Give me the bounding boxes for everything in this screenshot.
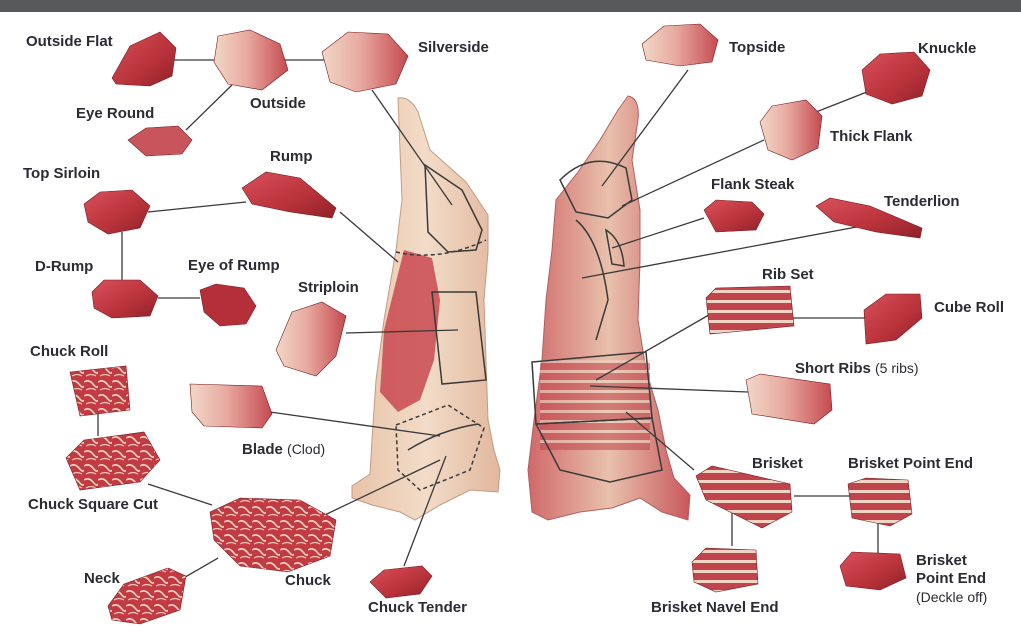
flank-steak-cut [704,200,764,232]
label-cube-roll: Cube Roll [934,299,1004,317]
label-outside: Outside [250,95,306,113]
label-blade-main: Blade [242,441,283,458]
leader-thick-flank [622,140,764,206]
striploin-cut [276,302,346,376]
diagram-frame: Outside Flat Outside Silverside Eye Roun… [0,12,1021,633]
outside-cut [214,30,288,90]
label-thick-flank: Thick Flank [830,128,913,146]
label-brisket: Brisket [752,455,803,473]
brisket-navel-end-cut [692,548,758,592]
rump-cut [242,172,336,218]
label-short-ribs-count: (5 ribs) [875,360,919,376]
label-rib-set: Rib Set [762,266,814,284]
label-deckle-line3: (Deckle off) [916,588,987,606]
eye-of-rump-cut [200,284,256,326]
right-carcass-ribs [540,360,650,450]
short-ribs-cut [746,374,832,424]
brisket-point-end-cut [848,478,912,526]
label-neck: Neck [84,570,120,588]
label-deckle-line2: Point End [916,570,987,588]
leader-knuckle [816,90,872,112]
label-chuck-tender: Chuck Tender [368,599,467,617]
brisket-deckle-off-cut [840,552,906,590]
left-carcass [352,98,500,520]
label-top-sirloin: Top Sirloin [23,165,100,183]
label-short-ribs-main: Short Ribs [795,360,871,377]
label-short-ribs: Short Ribs (5 ribs) [795,359,919,378]
label-chuck-roll: Chuck Roll [30,343,108,361]
label-eye-of-rump: Eye of Rump [188,257,280,275]
chuck-cut [210,498,336,572]
label-flank-steak: Flank Steak [711,176,794,194]
knuckle-cut [862,52,930,104]
label-chuck: Chuck [285,572,331,590]
label-knuckle: Knuckle [918,40,976,58]
label-deckle-line1: Brisket [916,552,987,570]
d-rump-cut [92,280,158,318]
blade-cut [190,384,272,428]
rib-set-cut [706,286,794,334]
label-silverside: Silverside [418,39,489,57]
cube-roll-cut [864,294,922,344]
top-bar [0,0,1021,12]
label-eye-round: Eye Round [76,105,154,123]
right-carcass [528,96,690,520]
label-brisket-point-end-deckle: Brisket Point End (Deckle off) [916,552,987,606]
label-blade: Blade (Clod) [242,440,325,459]
chuck-tender-cut [370,566,432,598]
top-sirloin-cut [84,190,150,234]
label-d-rump: D-Rump [35,258,93,276]
label-brisket-navel-end: Brisket Navel End [651,599,779,617]
label-tenderlion: Tenderlion [884,193,960,211]
chuck-roll-cut [70,366,130,416]
leader-rump-carcass [340,212,398,262]
label-brisket-point-end: Brisket Point End [848,455,973,473]
label-striploin: Striploin [298,279,359,297]
brisket-cut [696,466,792,528]
leader-top-sirloin [148,202,246,212]
label-outside-flat: Outside Flat [26,33,113,51]
label-chuck-square-cut: Chuck Square Cut [28,496,158,514]
outside-flat-cut [112,32,176,86]
label-topside: Topside [729,39,785,57]
thick-flank-cut [760,100,822,160]
eye-round-cut [128,126,192,156]
label-rump: Rump [270,148,313,166]
topside-cut [642,24,718,66]
chuck-square-cut [66,432,160,490]
label-blade-clod: (Clod) [287,441,325,457]
leader-eye-round [186,85,232,130]
silverside-cut [322,32,408,92]
